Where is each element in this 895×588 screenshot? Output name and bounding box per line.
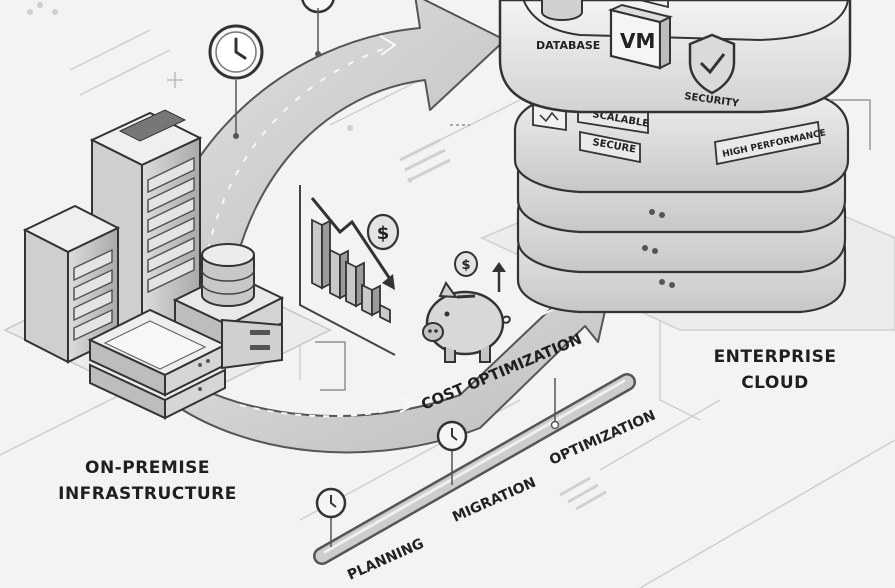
clock-icon xyxy=(301,0,335,57)
decorative-plus-icon xyxy=(167,72,183,88)
dollar-sign: $ xyxy=(377,223,390,244)
clock-icon xyxy=(315,487,347,519)
vm-icon: VM xyxy=(607,0,673,70)
timeline-track xyxy=(313,373,636,565)
migration-arrow-upper xyxy=(149,0,506,291)
vm-text: VM xyxy=(620,29,655,53)
server-rack-icon xyxy=(22,204,121,364)
piggy-bank-icon xyxy=(422,281,511,363)
cloud-label: ENTERPRISE CLOUD xyxy=(700,344,850,396)
up-arrow-icon xyxy=(492,262,506,292)
server-unit-icon xyxy=(87,308,228,420)
shield-icon: SECURITY xyxy=(684,33,740,110)
database-icon: DATABASE xyxy=(536,0,600,52)
onprem-label: ON-PREMISE INFRASTRUCTURE xyxy=(40,455,255,507)
cloud-label-line2: CLOUD xyxy=(741,373,809,393)
decorative-stripes xyxy=(399,138,607,511)
dollar-sign: $ xyxy=(461,258,470,273)
cloud-label-line1: ENTERPRISE xyxy=(713,347,837,367)
declining-bar-chart-icon xyxy=(299,185,396,356)
dollar-coin-icon: $ xyxy=(454,251,478,277)
onprem-label-line1: ON-PREMISE xyxy=(85,458,210,478)
decorative-dots xyxy=(27,2,413,183)
dashed-link-lines xyxy=(315,124,470,391)
cloud-icon: DATABASE VM SECURITY xyxy=(498,0,852,114)
cloud-server-stack: SCALABLE SECURE HIGH PERFORMANCE xyxy=(513,90,871,314)
database-text: DATABASE xyxy=(536,39,600,52)
secure-badge: SECURE xyxy=(579,130,641,164)
onprem-label-line2: INFRASTRUCTURE xyxy=(58,484,237,504)
clock-icon xyxy=(436,420,468,452)
dollar-coin-icon: $ xyxy=(366,213,400,251)
database-icon xyxy=(172,243,285,352)
clock-icon xyxy=(208,24,264,139)
server-unit-icon xyxy=(221,318,283,370)
